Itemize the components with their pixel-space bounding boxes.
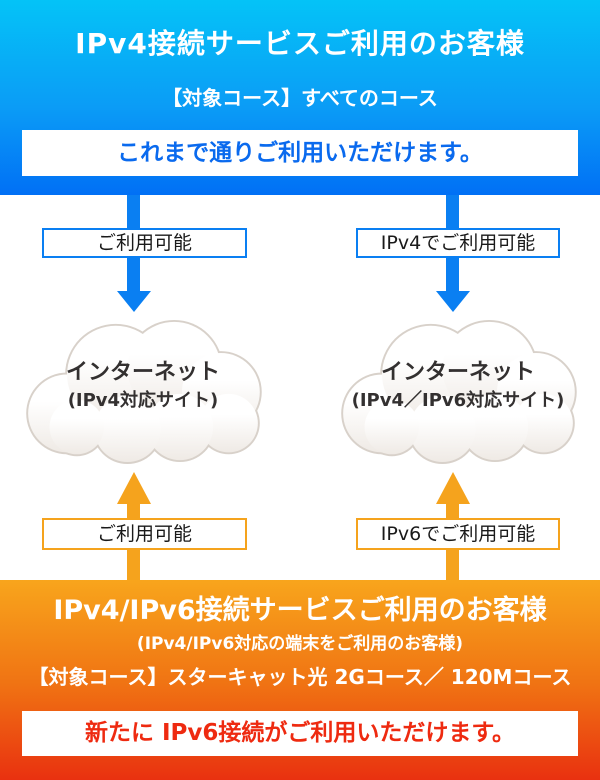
ipv6-available-label-left: ご利用可能 (42, 518, 247, 550)
cloud-icon (26, 319, 262, 464)
ipv6-banner: 新たに IPv6接続がご利用いただけます。 (22, 711, 578, 756)
ipv4-available-label-right: IPv4でご利用可能 (356, 228, 560, 258)
up-arrow-head-icon (436, 472, 470, 504)
ipv4-ipv6-section-subtitle: (IPv4/IPv6対応の端末をご利用のお客様) (136, 634, 464, 654)
site-type-label: (IPv4対応サイト) (67, 390, 219, 411)
ipv4-section-title: IPv4接続サービスご利用のお客様 (75, 27, 525, 60)
site-type-label: (IPv4／IPv6対応サイト) (351, 390, 565, 411)
up-arrow-head-icon (117, 472, 151, 504)
ipv4-ipv6-section-title: IPv4/IPv6接続サービスご利用のお客様 (53, 595, 547, 626)
cloud-label: インターネット (IPv4／IPv6対応サイト) (330, 358, 586, 414)
cloud-label: インターネット (IPv4対応サイト) (15, 358, 271, 414)
cloud-icon (341, 319, 577, 464)
down-arrow-head-icon (117, 291, 151, 312)
internet-label: インターネット (380, 360, 535, 385)
ipv6-available-label-right: IPv6でご利用可能 (356, 518, 560, 550)
down-arrow-head-icon (436, 291, 470, 312)
internet-label: インターネット (65, 360, 220, 385)
ipv4-ipv6-section-course: 【対象コース】スターキャット光 2Gコース／ 120Mコース (28, 665, 572, 689)
ipv4-banner: これまで通りご利用いただけます。 (22, 130, 578, 176)
internet-cloud-ipv4: インターネット (IPv4対応サイト) (15, 318, 271, 464)
ipv4-available-label-left: ご利用可能 (42, 228, 247, 258)
internet-cloud-ipv4-ipv6: インターネット (IPv4／IPv6対応サイト) (330, 318, 586, 464)
ipv4-section-course: 【対象コース】すべてのコース (162, 86, 438, 110)
